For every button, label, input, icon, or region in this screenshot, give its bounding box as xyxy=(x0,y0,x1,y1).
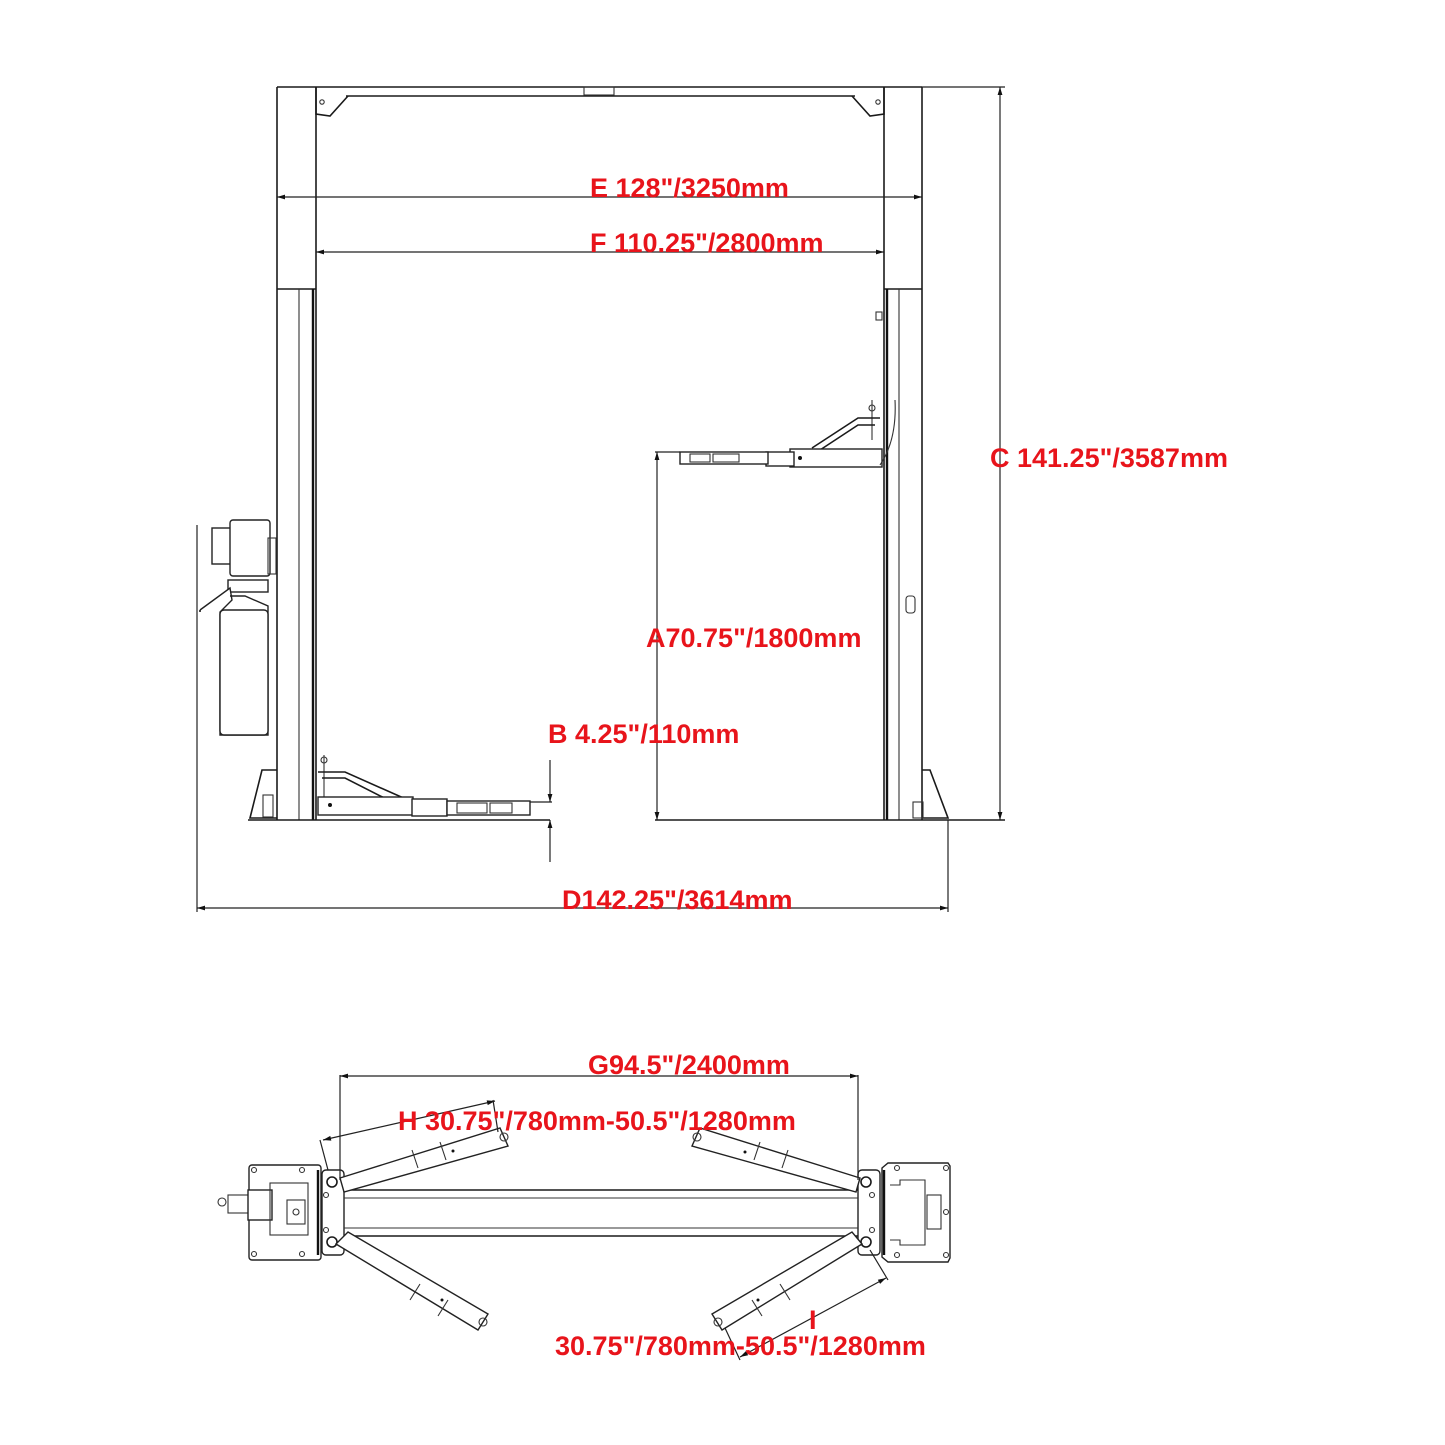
dimension-label-b: B 4.25"/110mm xyxy=(548,719,740,749)
left-base-plate xyxy=(217,1164,322,1261)
dimension-label-c: C 141.25"/3587mm xyxy=(990,443,1228,473)
dimension-label-d: D142.25"/3614mm xyxy=(562,885,793,915)
overhead-beam xyxy=(277,86,922,117)
right-column xyxy=(655,87,1005,821)
front-elevation xyxy=(196,86,1005,912)
plan-dimension-lines xyxy=(319,1073,889,1361)
left-column xyxy=(248,87,550,821)
dimension-label-i: 30.75"/780mm-50.5"/1280mm xyxy=(555,1331,926,1361)
dimension-letter-i: I xyxy=(809,1305,817,1335)
left-column-block xyxy=(321,1169,345,1256)
right-lift-arm xyxy=(679,399,896,468)
dimension-label-f: F 110.25"/2800mm xyxy=(590,228,824,258)
power-unit xyxy=(199,519,277,736)
dimension-lines xyxy=(196,86,1005,912)
dimension-label-e: E 128"/3250mm xyxy=(590,173,789,203)
right-column-block xyxy=(857,1169,881,1256)
dimension-label-a: A70.75"/1800mm xyxy=(646,623,862,653)
left-lift-arm xyxy=(317,755,531,817)
dimension-label-h: H 30.75"/780mm-50.5"/1280mm xyxy=(398,1106,796,1136)
arm-front-right xyxy=(691,1127,861,1193)
arm-rear-left xyxy=(334,1231,489,1331)
dimension-label-g: G94.5"/2400mm xyxy=(588,1050,790,1080)
arm-front-left xyxy=(339,1127,509,1193)
floor-plate xyxy=(344,1189,858,1237)
top-plan-view xyxy=(217,1073,951,1361)
right-base-plate xyxy=(881,1162,951,1263)
arm-rear-right xyxy=(711,1231,864,1331)
